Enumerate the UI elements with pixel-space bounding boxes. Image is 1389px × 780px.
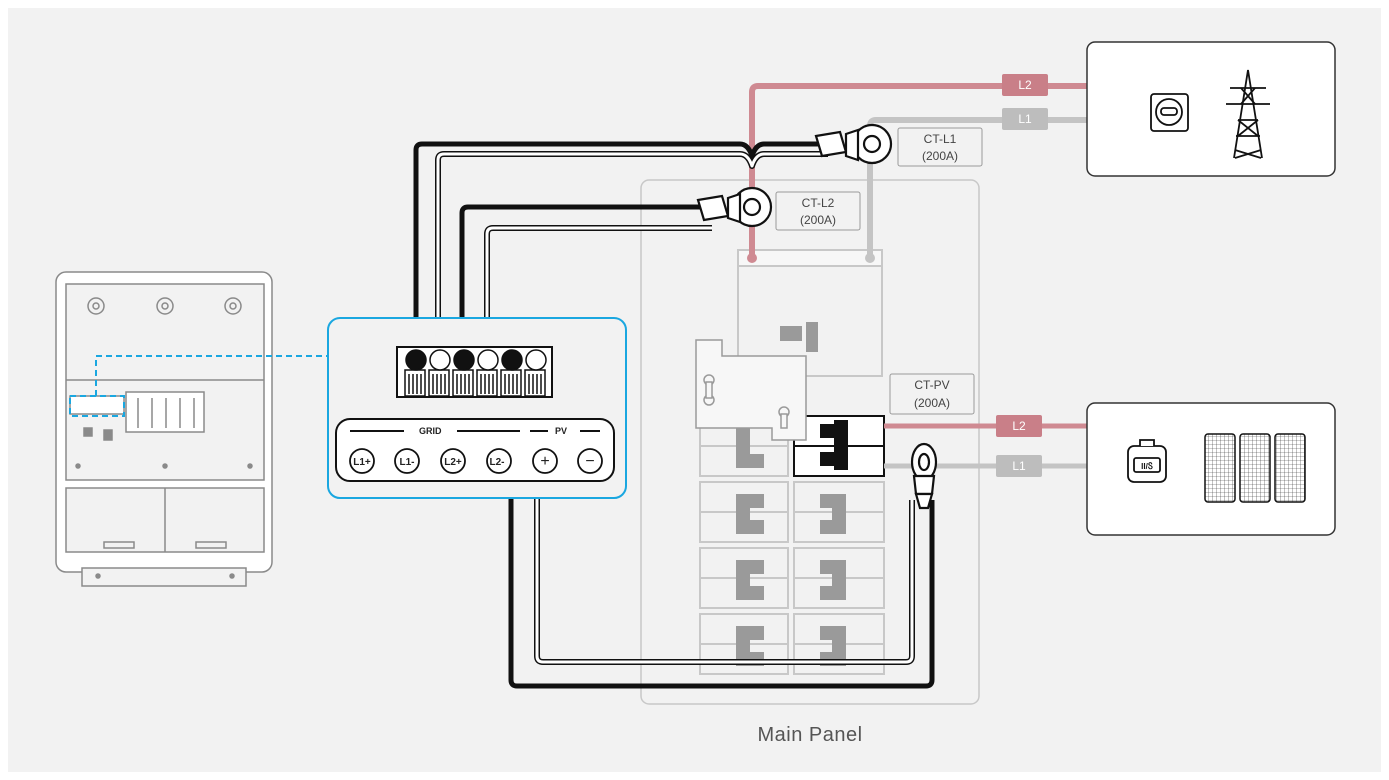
ct-l1-name: CT-L1 <box>924 132 957 146</box>
pv-breaker <box>793 415 885 477</box>
terminal-labels <box>349 448 603 474</box>
solar-panel-icon <box>1204 433 1306 503</box>
pv-source-box: II/Ⴝ <box>1086 402 1336 536</box>
callout-dashed-connector <box>69 355 328 417</box>
ct-l1-clamp <box>814 123 893 165</box>
inverter-unit-icon <box>55 271 273 587</box>
grid-l2-tag: L2 <box>1018 78 1032 92</box>
terminal-screws <box>405 349 547 371</box>
ct-pv-clamp <box>910 442 938 510</box>
pv-section-label: PV <box>555 426 567 436</box>
ct-l2-rating: (200A) <box>800 213 836 227</box>
grid-section-label: GRID <box>419 426 442 436</box>
terminal-callout: GRID PV L1+ L1- L2+ L2- + − <box>327 317 627 499</box>
microinverter-mark: II/Ⴝ <box>1141 462 1153 471</box>
ct-pv-name: CT-PV <box>914 378 949 392</box>
wire-tags: L2 L1 L2 L1 <box>996 74 1048 477</box>
ct-pv-rating: (200A) <box>914 396 950 410</box>
terminal-l1-minus-label: L1- <box>400 457 415 468</box>
terminal-l2-minus-label: L2- <box>490 457 505 468</box>
microinverter-icon <box>1127 439 1167 483</box>
ct-l1-rating: (200A) <box>922 149 958 163</box>
ct-labels: CT-L1 (200A) CT-L2 (200A) CT-PV (200A) <box>775 127 983 415</box>
terminal-l1-plus-label: L1+ <box>353 457 371 468</box>
main-panel-label: Main Panel <box>757 724 862 746</box>
utility-meter-icon <box>1150 93 1189 132</box>
l2-lug <box>747 253 757 263</box>
terminal-pv-minus-label: − <box>585 453 594 470</box>
terminal-pv-plus-label: + <box>540 453 549 470</box>
ct-l2-name: CT-L2 <box>802 196 835 210</box>
l1-lug <box>865 253 875 263</box>
panel-bracket <box>695 339 807 441</box>
ct-wires <box>413 141 935 689</box>
main-panel: Main Panel <box>640 179 980 746</box>
pv-l2-tag: L2 <box>1012 419 1026 433</box>
terminal-l2-plus-label: L2+ <box>444 457 462 468</box>
pv-l1-tag: L1 <box>1012 459 1026 473</box>
grid-utility-box <box>1086 41 1336 177</box>
ct-l2-clamp <box>696 186 773 228</box>
grid-l1-tag: L1 <box>1018 112 1032 126</box>
transmission-tower-icon <box>1226 69 1270 159</box>
